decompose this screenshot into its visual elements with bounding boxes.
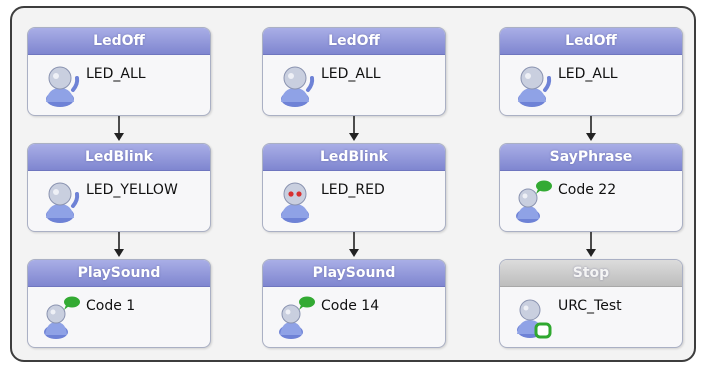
flow-arrow — [114, 116, 124, 141]
node-param: LED_ALL — [558, 66, 618, 82]
flow-arrow — [114, 232, 124, 257]
node-title: LedBlink — [263, 144, 445, 171]
node-param: URC_Test — [558, 298, 622, 314]
speaking-robot-icon — [44, 296, 80, 339]
flow-arrow — [586, 116, 596, 141]
node-ledblink-1[interactable]: LedBlink LED_YELLOW — [27, 143, 211, 232]
robot-icon — [46, 66, 80, 107]
flow-diagram-frame: LedOff LED_ALL LedBlink LED_YELLOW PlayS… — [10, 6, 696, 362]
node-title: SayPhrase — [500, 144, 682, 171]
node-playsound-1[interactable]: PlaySound Code 1 — [27, 259, 211, 348]
node-param: LED_ALL — [321, 66, 381, 82]
robot-icon — [518, 66, 552, 107]
node-title: PlaySound — [28, 260, 210, 287]
node-param: Code 1 — [86, 298, 136, 314]
node-ledoff-3[interactable]: LedOff LED_ALL — [499, 27, 683, 116]
node-param: Code 22 — [558, 182, 617, 198]
node-sayphrase-3[interactable]: SayPhrase Code 22 — [499, 143, 683, 232]
flow-arrow — [349, 116, 359, 141]
node-ledoff-2[interactable]: LedOff LED_ALL — [262, 27, 446, 116]
speaking-robot-icon — [279, 296, 315, 339]
node-param: Code 14 — [321, 298, 380, 314]
node-param: LED_YELLOW — [86, 182, 178, 198]
node-stop-3[interactable]: Stop URC_Test — [499, 259, 683, 348]
node-title: LedOff — [28, 28, 210, 55]
stop-robot-icon — [517, 299, 552, 339]
red-eyed-robot-icon — [281, 182, 309, 223]
node-title: LedOff — [263, 28, 445, 55]
robot-icon — [46, 182, 80, 223]
node-title: LedOff — [500, 28, 682, 55]
robot-icon — [281, 66, 315, 107]
flow-arrow — [586, 232, 596, 257]
node-ledblink-2[interactable]: LedBlink LED_RED — [262, 143, 446, 232]
node-title: Stop — [500, 260, 682, 287]
node-param: LED_RED — [321, 182, 385, 198]
flow-arrow — [349, 232, 359, 257]
node-title: PlaySound — [263, 260, 445, 287]
node-playsound-2[interactable]: PlaySound Code 14 — [262, 259, 446, 348]
speaking-robot-icon — [516, 180, 552, 223]
node-param: LED_ALL — [86, 66, 146, 82]
node-ledoff-1[interactable]: LedOff LED_ALL — [27, 27, 211, 116]
node-title: LedBlink — [28, 144, 210, 171]
